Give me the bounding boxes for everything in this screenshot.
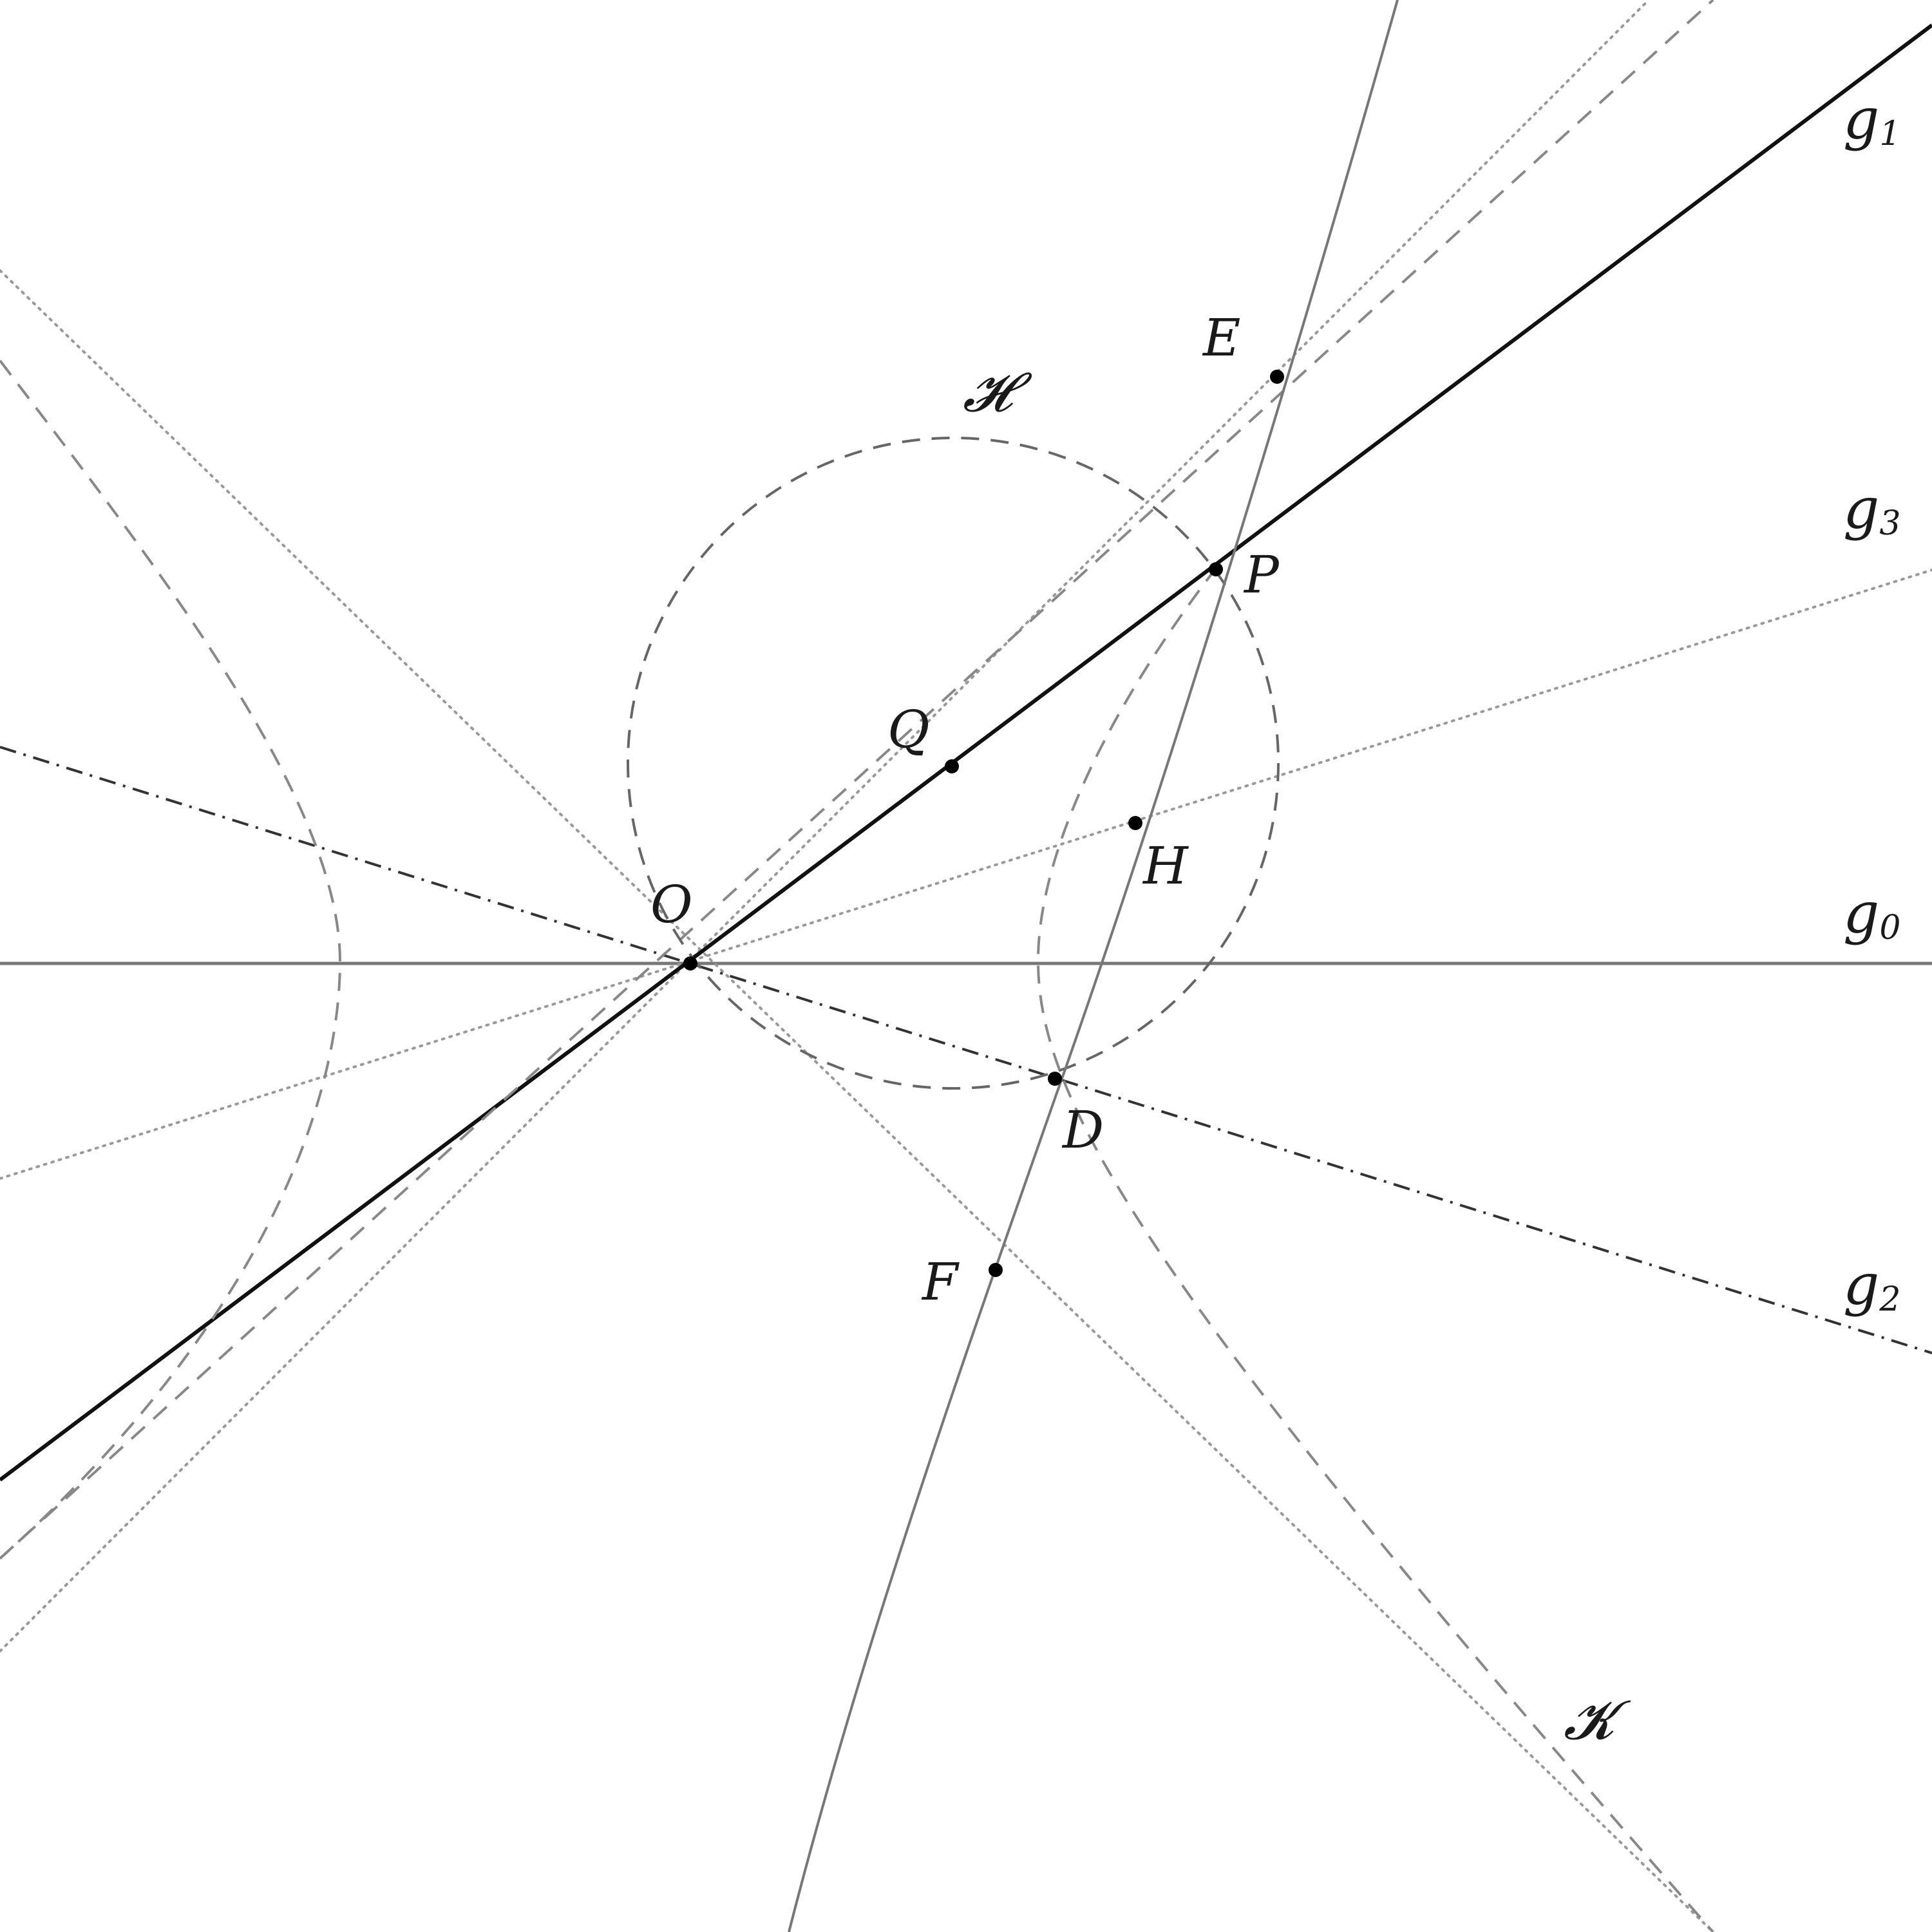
dotted-line-of xyxy=(0,269,1714,1932)
point-F xyxy=(989,1263,1003,1277)
line-g1 xyxy=(0,23,1932,1482)
label-E: E xyxy=(1202,308,1240,368)
label-P: P xyxy=(1243,545,1280,605)
point-H xyxy=(1128,816,1142,830)
curve-through-e-p-d-f xyxy=(788,0,1399,1932)
dashed-line-upper xyxy=(0,0,1714,1560)
circle-H xyxy=(627,437,1280,1090)
point-D xyxy=(1048,1072,1062,1086)
label-D: D xyxy=(1061,1100,1104,1160)
label-F: F xyxy=(921,1252,960,1312)
label-O: O xyxy=(650,875,693,934)
dotted-line-oe xyxy=(0,0,1650,1653)
label-g1: g1 xyxy=(1843,86,1900,153)
label-H: H xyxy=(1142,836,1189,896)
label-g3: g3 xyxy=(1843,475,1900,543)
point-P xyxy=(1209,562,1223,576)
label-circle-H: 𝓗 xyxy=(963,361,1032,424)
label-conic-K: 𝓚 xyxy=(1564,1689,1631,1752)
label-g2: g2 xyxy=(1843,1251,1900,1319)
label-Q: Q xyxy=(887,699,930,759)
line-g3 xyxy=(0,569,1932,1180)
conic-K-right-branch xyxy=(1036,565,1714,1932)
line-g2 xyxy=(0,746,1932,1354)
point-E xyxy=(1270,370,1284,384)
label-g0: g0 xyxy=(1843,880,1900,947)
conic-K-left-branch xyxy=(0,359,342,1560)
point-O xyxy=(683,956,697,971)
point-Q xyxy=(945,759,959,773)
